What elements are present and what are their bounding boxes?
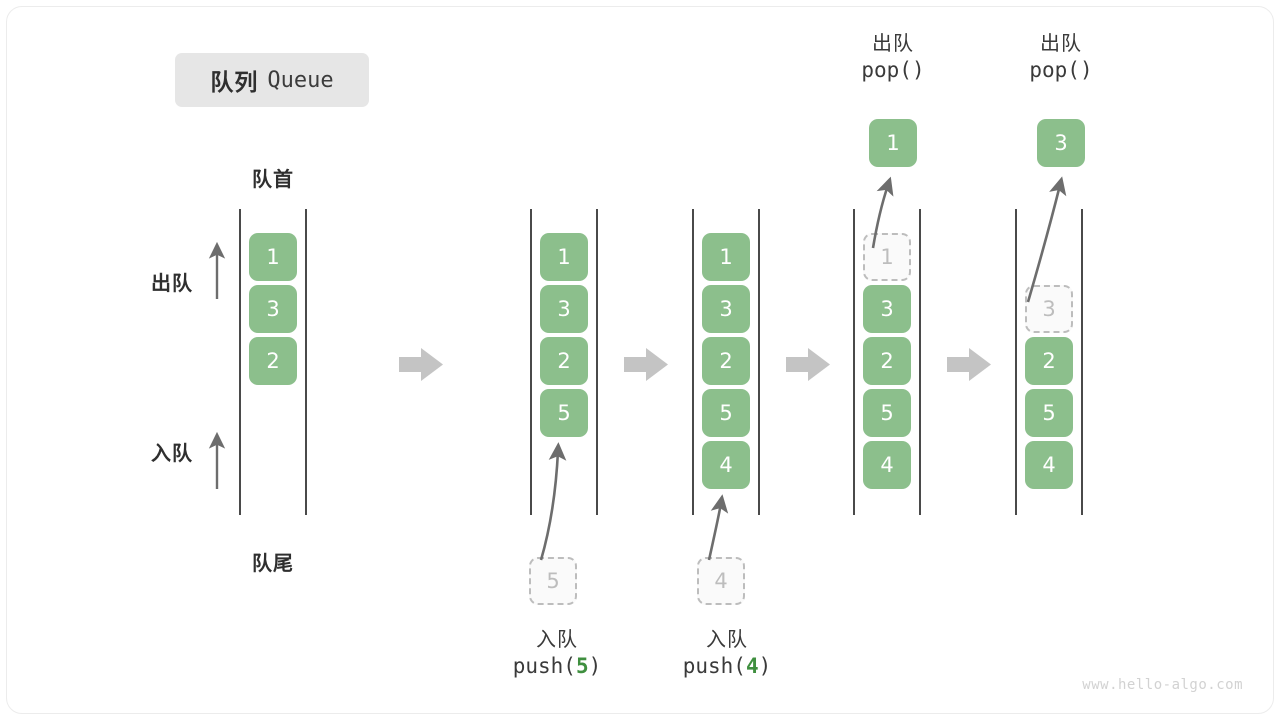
rail-left	[692, 209, 694, 515]
label-front: 队首	[252, 169, 294, 191]
queue-cell: 2	[1025, 337, 1073, 385]
caption-cn: 出队	[1040, 33, 1082, 55]
code-arg: 4	[745, 654, 759, 679]
rail-right	[1081, 209, 1083, 515]
caption-pop-3: 出队 pop()	[991, 31, 1131, 85]
queue-cell-ghost: 1	[863, 233, 911, 281]
caption-code: pop()	[991, 57, 1131, 85]
queue-cell: 5	[863, 389, 911, 437]
rail-right	[758, 209, 760, 515]
panel-initial: 1 3 2	[239, 209, 307, 515]
queue-cell: 3	[249, 285, 297, 333]
queue-cell: 2	[702, 337, 750, 385]
queue-cell: 1	[702, 233, 750, 281]
popped-cell: 3	[1037, 119, 1085, 167]
caption-push-5: 入队 push(5)	[487, 627, 627, 681]
caption-pop-1: 出队 pop()	[823, 31, 963, 85]
step-arrow-4	[947, 348, 991, 381]
panel-after-push-5: 1 3 2 5	[530, 209, 598, 515]
code-arg: 5	[575, 654, 589, 679]
label-dequeue: 出队	[151, 273, 193, 295]
popped-cell: 1	[869, 119, 917, 167]
queue-cell: 1	[540, 233, 588, 281]
queue-cell: 4	[1025, 441, 1073, 489]
queue-cell: 4	[863, 441, 911, 489]
queue-cell: 2	[863, 337, 911, 385]
code-suffix: )	[588, 654, 602, 679]
queue-cell: 1	[249, 233, 297, 281]
panel-after-push-4: 1 3 2 5 4	[692, 209, 760, 515]
step-arrow-2	[624, 348, 668, 381]
queue-cell: 2	[249, 337, 297, 385]
label-rear: 队尾	[252, 553, 294, 575]
step-arrow-3	[786, 348, 830, 381]
code-prefix: pop(	[861, 58, 912, 83]
title-badge: 队列 Queue	[175, 53, 369, 107]
queue-cell: 3	[702, 285, 750, 333]
caption-code: pop()	[823, 57, 963, 85]
incoming-cell: 5	[529, 557, 577, 605]
panel-pop-1: 1 3 2 5 4	[853, 209, 921, 515]
caption-code: push(4)	[657, 653, 797, 681]
queue-cell: 5	[702, 389, 750, 437]
queue-cell: 3	[540, 285, 588, 333]
rail-right	[596, 209, 598, 515]
queue-cell: 3	[863, 285, 911, 333]
queue-cell: 4	[702, 441, 750, 489]
code-prefix: push(	[512, 654, 576, 679]
queue-cell: 5	[1025, 389, 1073, 437]
caption-cn: 入队	[706, 629, 748, 651]
caption-code: push(5)	[487, 653, 627, 681]
code-suffix: )	[1079, 58, 1093, 83]
code-suffix: )	[911, 58, 925, 83]
rail-left	[530, 209, 532, 515]
diagram-canvas: 队列 Queue 队首 队尾 出队 入队 1 3 2 1 3 2 5 5 入队 …	[6, 6, 1274, 714]
rail-right	[305, 209, 307, 515]
code-prefix: push(	[682, 654, 746, 679]
code-prefix: pop(	[1029, 58, 1080, 83]
label-enqueue: 入队	[151, 443, 193, 465]
caption-push-4: 入队 push(4)	[657, 627, 797, 681]
queue-cell-ghost: 3	[1025, 285, 1073, 333]
queue-cell: 5	[540, 389, 588, 437]
code-suffix: )	[758, 654, 772, 679]
step-arrow-1	[399, 348, 443, 381]
rail-left	[853, 209, 855, 515]
rail-left	[1015, 209, 1017, 515]
queue-cell: 2	[540, 337, 588, 385]
rail-left	[239, 209, 241, 515]
arrow-overlay	[208, 176, 1067, 561]
title-en: Queue	[267, 67, 334, 93]
panel-pop-3: 3 2 5 4	[1015, 209, 1083, 515]
watermark: www.hello-algo.com	[1082, 677, 1243, 693]
incoming-cell: 4	[697, 557, 745, 605]
rail-right	[919, 209, 921, 515]
caption-cn: 出队	[872, 33, 914, 55]
title-cn: 队列	[210, 69, 259, 95]
caption-cn: 入队	[536, 629, 578, 651]
